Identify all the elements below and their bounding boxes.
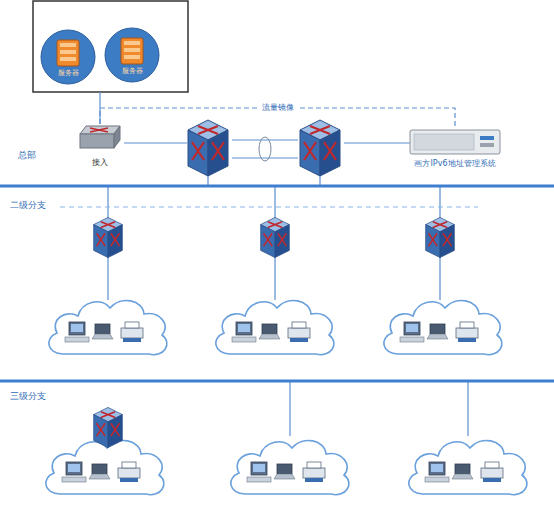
node-label: 服务器 — [122, 66, 143, 76]
access-node: 接入 — [72, 124, 128, 172]
server-node: 服务器 — [40, 28, 96, 86]
tier-separator — [0, 380, 554, 383]
link-line — [289, 381, 290, 436]
server-slot — [124, 41, 140, 45]
server-slot — [60, 57, 76, 61]
branch-switch — [426, 217, 455, 257]
switch-front — [80, 134, 114, 148]
server-circle — [105, 28, 159, 82]
core-switch — [300, 120, 340, 176]
tier-label: 总部 — [18, 150, 36, 161]
client-cloud — [409, 440, 527, 494]
branch-switch — [94, 217, 123, 257]
appliance-led — [480, 136, 494, 140]
ipv6-node: 画方IPv6地址管理系统 — [400, 128, 510, 174]
link-line — [232, 157, 298, 158]
server-shape — [104, 26, 160, 84]
tier-label: 二级分支 — [10, 200, 46, 211]
link-line — [107, 186, 108, 218]
tier-separator — [0, 185, 554, 188]
link-line — [232, 139, 298, 140]
node-label: 画方IPv6地址管理系统 — [414, 159, 495, 169]
node-label: 接入 — [92, 158, 108, 168]
client-cloud — [49, 300, 167, 354]
link-line — [274, 256, 275, 300]
tier-label: 三级分支 — [10, 391, 46, 402]
client-cloud — [46, 440, 164, 494]
switch-side — [114, 126, 120, 148]
branch-switch — [261, 217, 290, 257]
server-node: 服务器 — [104, 26, 160, 84]
dashed-divider — [60, 207, 478, 208]
client-cloud — [216, 300, 334, 354]
link-line — [107, 256, 108, 300]
server-slot — [124, 55, 140, 59]
server-slot — [124, 48, 140, 52]
appliance-port — [480, 143, 494, 147]
server-shape — [40, 28, 96, 86]
client-cloud — [231, 440, 349, 494]
branch-switch — [94, 407, 123, 447]
server-circle — [41, 30, 95, 84]
server-icon — [121, 38, 143, 64]
switch-arrows — [90, 128, 108, 132]
switch-top — [80, 126, 120, 134]
server-icon — [57, 40, 79, 66]
core-switch — [188, 120, 228, 176]
edge-label: 流量镜像 — [259, 103, 297, 113]
server-slot — [60, 43, 76, 47]
link-line — [274, 186, 275, 218]
client-cloud — [384, 300, 502, 354]
link-line — [439, 186, 440, 218]
node-label: 服务器 — [58, 68, 79, 78]
link-aggregation-mark — [259, 137, 271, 161]
server-group-box — [33, 1, 188, 92]
link-line — [344, 142, 410, 143]
link-line — [124, 142, 187, 143]
link-line — [439, 256, 440, 300]
appliance-body — [410, 130, 500, 154]
appliance-panel — [414, 134, 474, 150]
server-slot — [60, 50, 76, 54]
link-line — [467, 381, 468, 436]
